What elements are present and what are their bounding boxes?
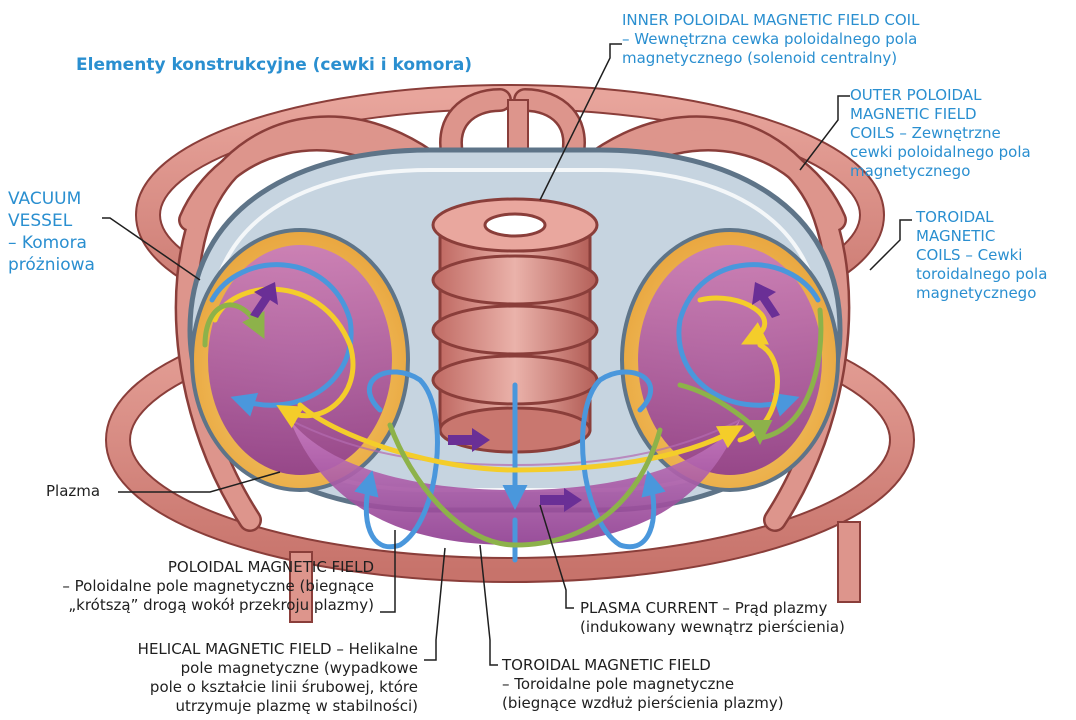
plasma-label: Plazma <box>46 482 100 501</box>
diagram-title: Elementy konstrukcyjne (cewki i komora) <box>76 55 472 75</box>
outer-poloidal-coils-label: OUTER POLOIDAL MAGNETIC FIELD COILS – Ze… <box>850 86 1031 181</box>
toroidal-coils-label: TOROIDAL MAGNETIC COILS – Cewki toroidal… <box>916 208 1047 303</box>
inner-poloidal-coil-label: INNER POLOIDAL MAGNETIC FIELD COIL – Wew… <box>622 11 919 68</box>
toroidal-field-label: TOROIDAL MAGNETIC FIELD – Toroidalne pol… <box>502 656 784 713</box>
plasma-current-label: PLASMA CURRENT – Prąd plazmy (indukowany… <box>580 599 845 637</box>
vacuum-vessel-label: VACUUM VESSEL – Komora próżniowa <box>8 188 95 276</box>
poloidal-field-label: POLOIDAL MAGNETIC FIELD – Poloidalne pol… <box>40 558 374 615</box>
helical-field-label: HELICAL MAGNETIC FIELD – Helikalne pole … <box>60 640 418 716</box>
